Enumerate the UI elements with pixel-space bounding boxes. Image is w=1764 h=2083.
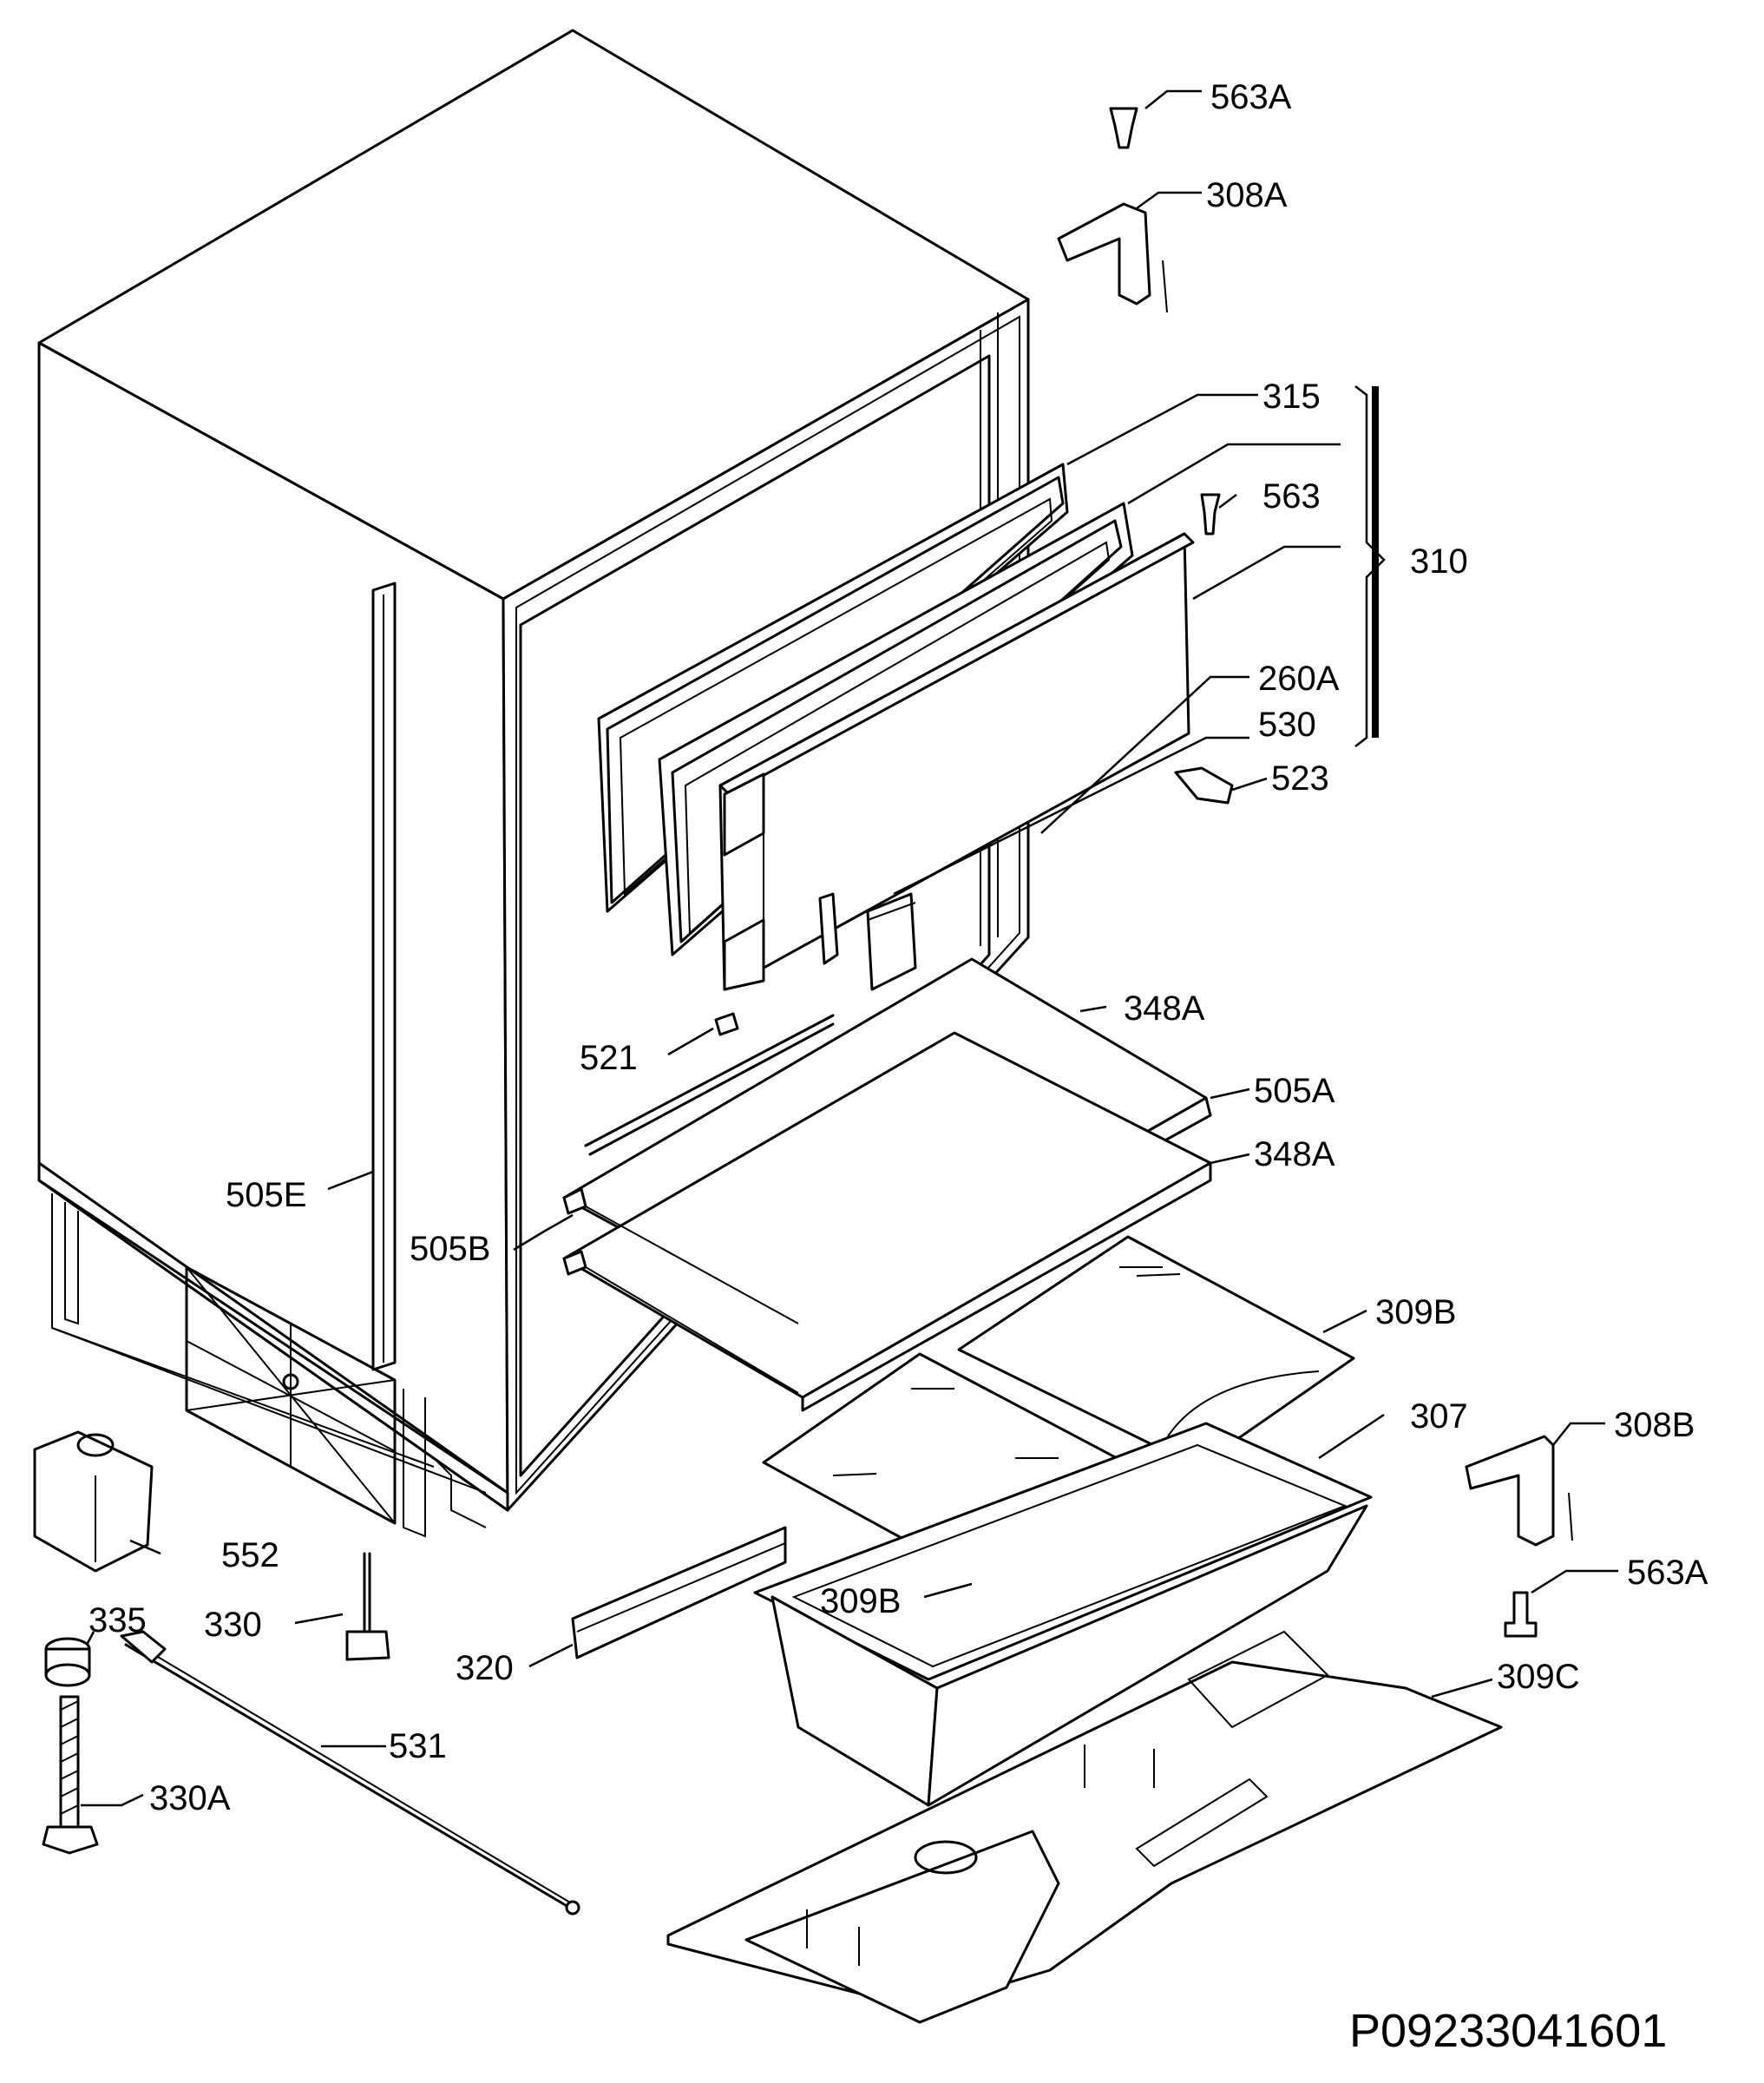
label-505E: 505E	[226, 1176, 306, 1214]
label-530: 530	[1258, 706, 1316, 744]
label-348A-upper: 348A	[1124, 989, 1205, 1028]
label-320: 320	[456, 1649, 514, 1687]
bottom-tray-309C	[666, 1630, 1503, 2024]
label-335: 335	[89, 1601, 147, 1639]
label-521: 521	[580, 1039, 638, 1077]
label-307: 307	[1410, 1397, 1468, 1436]
glass-shelves	[562, 957, 1212, 1412]
strip-320	[571, 1526, 787, 1659]
part-labels: 563A 308A 315 563 310 260A 530 523 348A …	[89, 78, 1708, 2057]
label-563A-top: 563A	[1210, 78, 1292, 116]
label-315: 315	[1262, 378, 1321, 416]
door-hinge-parts	[714, 892, 917, 1036]
label-310: 310	[1410, 542, 1468, 581]
drawing-code: P09233041601	[1349, 2005, 1667, 2057]
label-523: 523	[1271, 759, 1329, 798]
label-552: 552	[221, 1536, 279, 1574]
small-parts	[33, 107, 1573, 1915]
label-309C: 309C	[1497, 1658, 1580, 1696]
label-330: 330	[204, 1606, 262, 1644]
label-348A-lower: 348A	[1254, 1135, 1335, 1173]
label-260A: 260A	[1258, 660, 1340, 698]
label-309B-upper: 309B	[1375, 1293, 1456, 1331]
group-bracket-310	[1354, 385, 1386, 747]
leader-lines	[81, 89, 1618, 1807]
label-505A: 505A	[1254, 1072, 1335, 1110]
door-panel-310	[718, 532, 1195, 991]
label-531: 531	[389, 1727, 447, 1765]
label-563A-bottom: 563A	[1627, 1554, 1708, 1592]
label-308A: 308A	[1206, 176, 1288, 214]
label-563: 563	[1262, 477, 1321, 516]
crisper-drawer-307	[753, 1422, 1373, 1807]
label-330A: 330A	[149, 1779, 231, 1817]
label-505B: 505B	[410, 1230, 490, 1268]
label-309B-lower: 309B	[820, 1582, 901, 1620]
label-308B: 308B	[1614, 1406, 1695, 1444]
